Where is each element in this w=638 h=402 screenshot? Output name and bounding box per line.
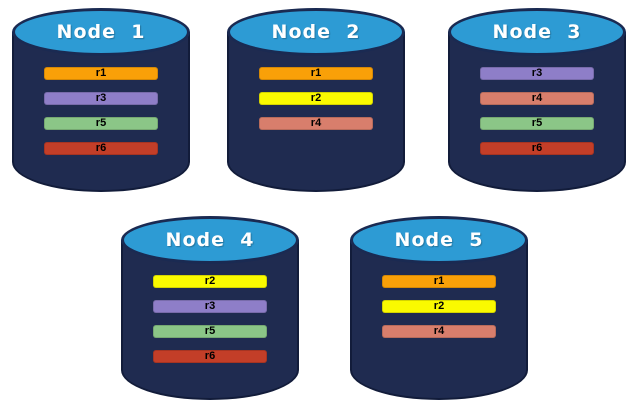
replica-bar-r6: r6: [153, 350, 267, 363]
node-cylinder-2: Node 2 r1 r2 r4: [227, 8, 405, 192]
node-title: Node 1: [56, 21, 146, 43]
cylinder-top-ellipse: Node 1: [12, 8, 190, 56]
node-cylinder-3: Node 3 r3 r4 r5 r6: [448, 8, 626, 192]
replica-bar-r3: r3: [153, 300, 267, 313]
replica-bar-r6: r6: [480, 142, 594, 155]
node-cylinder-5: Node 5 r1 r2 r4: [350, 216, 528, 400]
replica-bar-r1: r1: [44, 67, 158, 80]
replica-list: r1 r2 r4: [259, 67, 373, 130]
replica-bar-r5: r5: [44, 117, 158, 130]
replica-bar-r3: r3: [480, 67, 594, 80]
replica-list: r3 r4 r5 r6: [480, 67, 594, 155]
cylinder-body: [227, 32, 405, 192]
replica-bar-r2: r2: [153, 275, 267, 288]
node-title: Node 4: [165, 229, 255, 251]
cylinder-top-ellipse: Node 3: [448, 8, 626, 56]
node-title: Node 5: [394, 229, 484, 251]
cylinder-body: [350, 240, 528, 400]
node-cylinder-4: Node 4 r2 r3 r5 r6: [121, 216, 299, 400]
replica-list: r1 r2 r4: [382, 275, 496, 338]
replica-bar-r2: r2: [259, 92, 373, 105]
replica-bar-r5: r5: [153, 325, 267, 338]
replica-list: r1 r3 r5 r6: [44, 67, 158, 155]
cylinder-top-ellipse: Node 2: [227, 8, 405, 56]
cylinder-top-ellipse: Node 4: [121, 216, 299, 264]
replica-bar-r1: r1: [382, 275, 496, 288]
replica-bar-r1: r1: [259, 67, 373, 80]
replica-bar-r4: r4: [259, 117, 373, 130]
node-cylinder-1: Node 1 r1 r3 r5 r6: [12, 8, 190, 192]
replica-bar-r5: r5: [480, 117, 594, 130]
cylinder-body: [448, 32, 626, 192]
replica-bar-r2: r2: [382, 300, 496, 313]
cylinder-body: [121, 240, 299, 400]
node-title: Node 3: [492, 21, 582, 43]
replica-bar-r4: r4: [382, 325, 496, 338]
node-title: Node 2: [271, 21, 361, 43]
replica-bar-r4: r4: [480, 92, 594, 105]
replica-bar-r3: r3: [44, 92, 158, 105]
replica-bar-r6: r6: [44, 142, 158, 155]
replica-list: r2 r3 r5 r6: [153, 275, 267, 363]
cylinder-top-ellipse: Node 5: [350, 216, 528, 264]
